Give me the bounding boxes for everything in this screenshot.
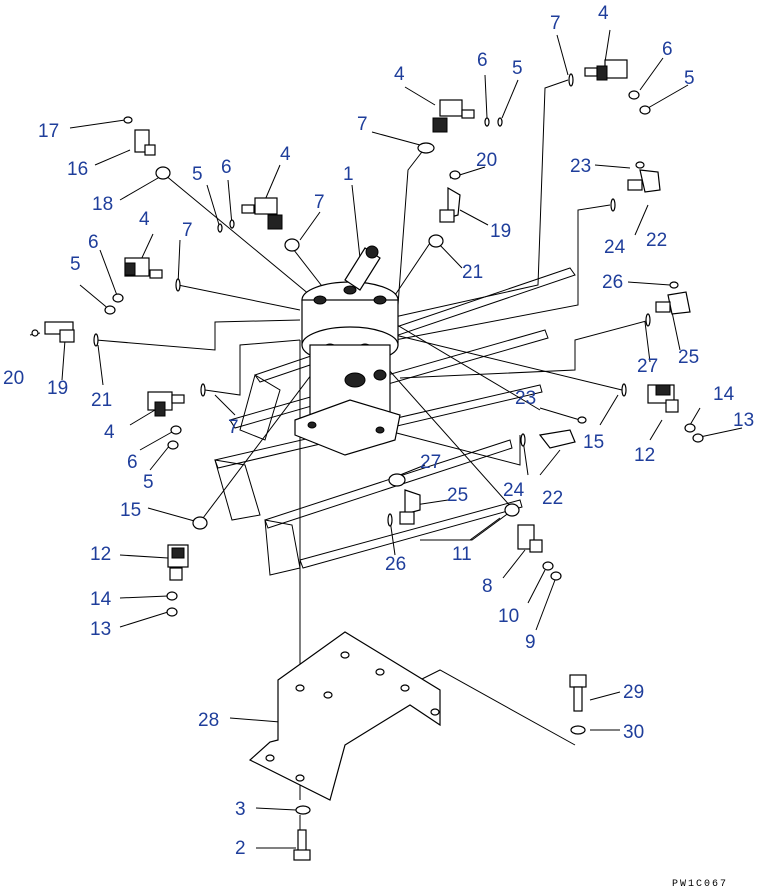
fitting-25-right (655, 291, 691, 315)
callout-5: 5 (192, 164, 203, 185)
callout-17: 17 (38, 121, 59, 142)
callout-5: 5 (512, 58, 523, 79)
callout-6: 6 (221, 157, 232, 178)
callout-7: 7 (228, 417, 239, 438)
callout-24: 24 (503, 480, 525, 501)
callout-labels: 17 16 18 5 6 4 7 1 4 7 6 5 7 4 6 5 20 19… (3, 3, 754, 859)
callout-4: 4 (280, 144, 291, 165)
callout-7: 7 (357, 114, 368, 135)
callout-30: 30 (623, 722, 644, 743)
callout-4: 4 (598, 3, 609, 24)
callout-7: 7 (314, 192, 325, 213)
callout-21: 21 (91, 390, 112, 411)
bolt-2 (293, 829, 311, 861)
callout-25: 25 (447, 485, 468, 506)
callout-18: 18 (92, 194, 113, 215)
callout-23: 23 (515, 388, 536, 409)
callout-9: 9 (525, 632, 536, 653)
callout-14: 14 (713, 384, 735, 405)
callout-5: 5 (70, 254, 81, 275)
callout-19: 19 (490, 221, 511, 242)
fitting-4-top (432, 99, 475, 133)
bracket (248, 631, 441, 801)
callout-4: 4 (104, 422, 115, 443)
callout-25: 25 (678, 347, 699, 368)
fitting-4-right-top (584, 59, 628, 81)
callout-23: 23 (570, 156, 591, 177)
callout-22: 22 (646, 230, 667, 251)
callout-14: 14 (90, 589, 112, 610)
callout-5: 5 (684, 68, 695, 89)
callout-5: 5 (143, 472, 154, 493)
callout-24: 24 (604, 237, 626, 258)
callout-10: 10 (498, 606, 519, 627)
callout-2: 2 (235, 838, 246, 859)
callout-19: 19 (47, 378, 68, 399)
fitting-4-far-left (124, 257, 163, 279)
fittings (44, 59, 691, 581)
fitting-4-left (241, 197, 283, 230)
fitting-12-left (167, 544, 189, 581)
callout-28: 28 (198, 710, 219, 731)
fitting-19-top (439, 186, 461, 223)
callout-11: 11 (452, 544, 472, 565)
callout-27: 27 (637, 356, 658, 377)
callout-4: 4 (139, 209, 150, 230)
callout-15: 15 (583, 432, 604, 453)
callout-21: 21 (462, 262, 483, 283)
fitting-8 (517, 524, 543, 553)
fitting-12-right (647, 384, 679, 413)
callout-6: 6 (88, 232, 99, 253)
callout-7: 7 (550, 13, 561, 34)
callout-7: 7 (182, 220, 193, 241)
callout-12: 12 (634, 445, 655, 466)
callout-3: 3 (235, 799, 246, 820)
fitting-25-mid (399, 489, 421, 525)
callout-15: 15 (120, 500, 141, 521)
callout-6: 6 (477, 50, 488, 71)
swivel-joint-body (294, 245, 401, 456)
callout-6: 6 (127, 452, 138, 473)
callout-4: 4 (394, 64, 405, 85)
callout-12: 12 (90, 544, 111, 565)
callout-27: 27 (420, 452, 441, 473)
fitting-22-top (627, 169, 661, 193)
callout-29: 29 (623, 682, 644, 703)
logo-watermark (214, 267, 576, 576)
drawing-code: PW1C067 (672, 879, 728, 890)
callout-8: 8 (482, 576, 493, 597)
callout-22: 22 (542, 488, 563, 509)
callout-20: 20 (3, 368, 24, 389)
o-rings (31, 73, 704, 617)
callout-13: 13 (733, 410, 754, 431)
fitting-22-mid (538, 429, 576, 449)
fitting-4-mid-left (147, 391, 185, 417)
callout-1: 1 (343, 164, 354, 185)
callout-26: 26 (602, 272, 623, 293)
callout-26: 26 (385, 554, 406, 575)
bolt-29 (569, 674, 587, 712)
washer-3 (295, 805, 311, 815)
callout-16: 16 (67, 159, 88, 180)
washer-30 (570, 725, 586, 735)
callout-13: 13 (90, 619, 111, 640)
callout-20: 20 (476, 150, 497, 171)
fitting-19-left (44, 321, 75, 343)
fitting-16 (134, 129, 156, 156)
callout-6: 6 (662, 39, 673, 60)
